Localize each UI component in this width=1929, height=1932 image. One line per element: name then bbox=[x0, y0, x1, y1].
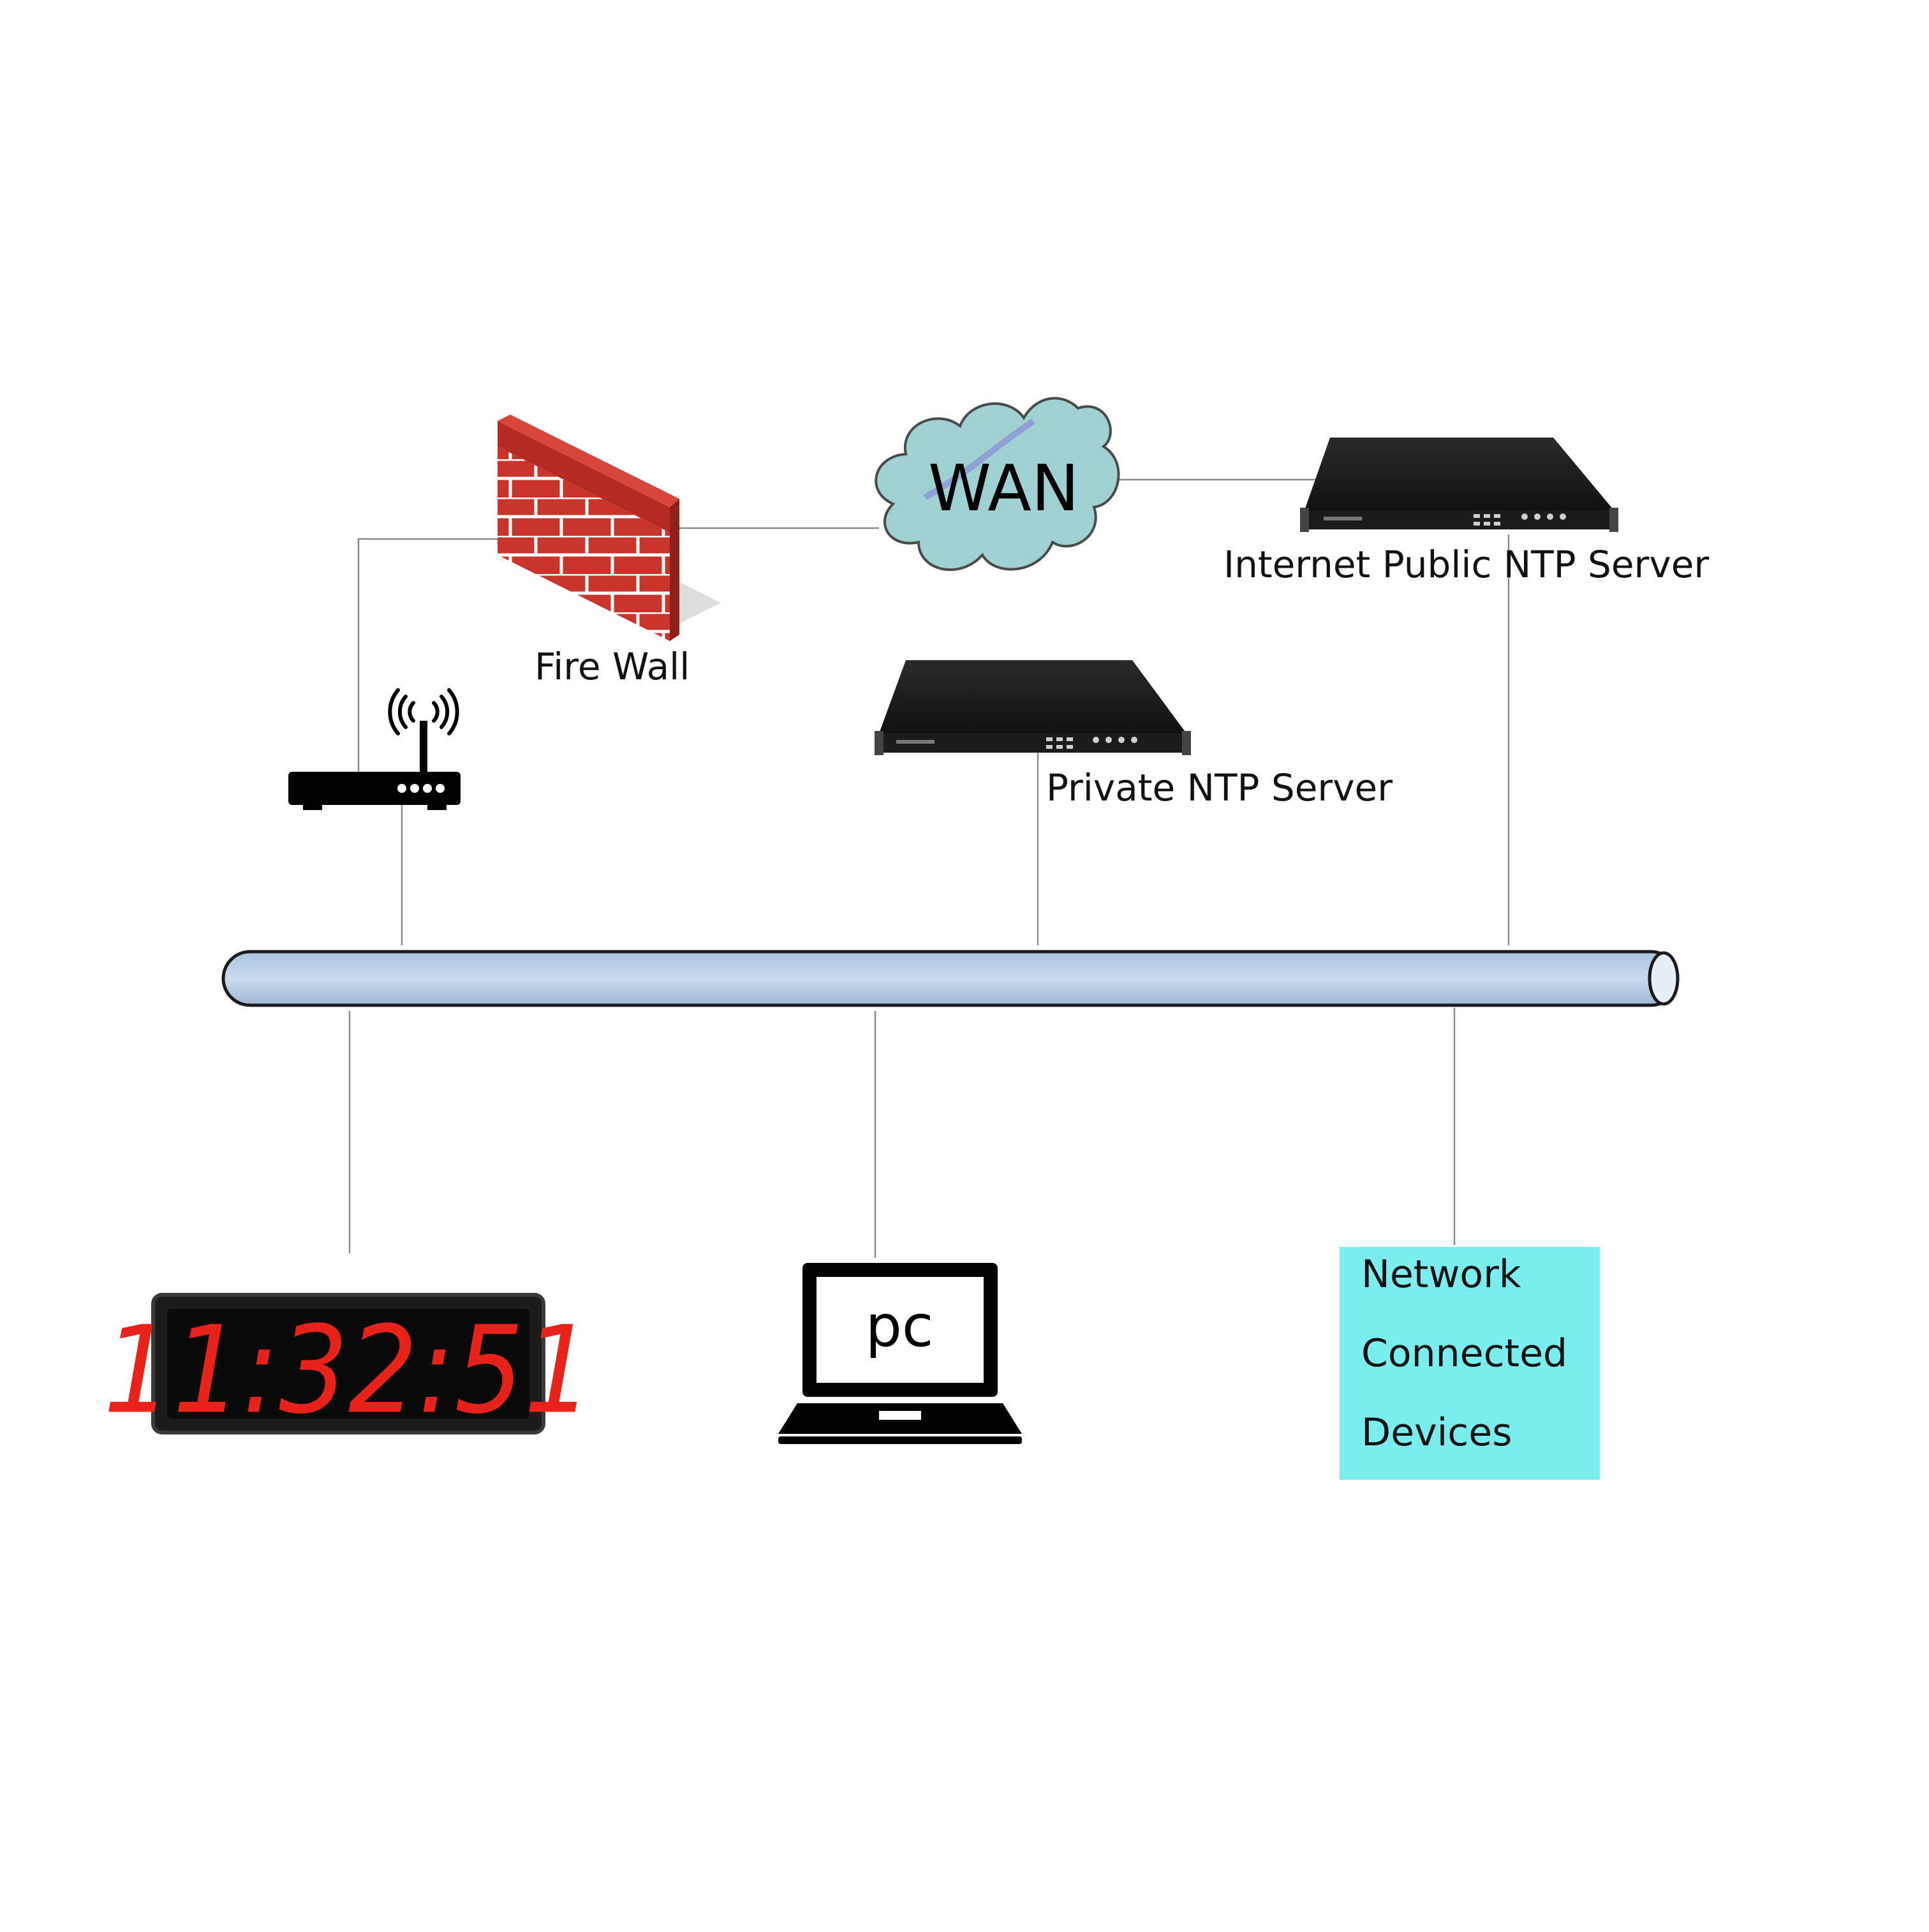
brick-wall-icon bbox=[498, 415, 721, 641]
firewall-label: Fire Wall bbox=[535, 645, 690, 688]
cloud-icon bbox=[875, 397, 1120, 571]
devices-label-line3: Devices bbox=[1361, 1410, 1512, 1455]
rack-server-icon bbox=[875, 660, 1191, 755]
private-ntp-node: Private NTP Server bbox=[875, 660, 1393, 809]
public-ntp-node: Internet Public NTP Server bbox=[1223, 438, 1709, 586]
devices-label-line2: Connected bbox=[1361, 1331, 1567, 1376]
rack-server-icon bbox=[1300, 438, 1618, 532]
devices-box bbox=[1340, 1247, 1600, 1480]
wan-node: WAN bbox=[875, 397, 1120, 571]
wan-label: WAN bbox=[928, 451, 1079, 526]
pc-label: pc bbox=[866, 1293, 934, 1360]
devices-node: Network Connected Devices bbox=[1340, 1247, 1600, 1480]
network-bus bbox=[221, 950, 1680, 1007]
connection-lines bbox=[348, 478, 1510, 1258]
pc-node: pc bbox=[778, 1263, 1022, 1444]
public-ntp-label: Internet Public NTP Server bbox=[1223, 543, 1709, 586]
led-clock-icon bbox=[151, 1293, 545, 1434]
led-clock-node: 11:32:51 bbox=[103, 1293, 593, 1441]
wifi-router-icon bbox=[288, 688, 461, 810]
firewall-node: Fire Wall bbox=[498, 415, 721, 688]
private-ntp-label: Private NTP Server bbox=[1046, 766, 1393, 809]
clock-display: 11:32:51 bbox=[103, 1300, 593, 1440]
link-router-firewall bbox=[357, 538, 504, 773]
devices-label-line1: Network bbox=[1361, 1252, 1521, 1297]
laptop-icon bbox=[778, 1263, 1022, 1444]
